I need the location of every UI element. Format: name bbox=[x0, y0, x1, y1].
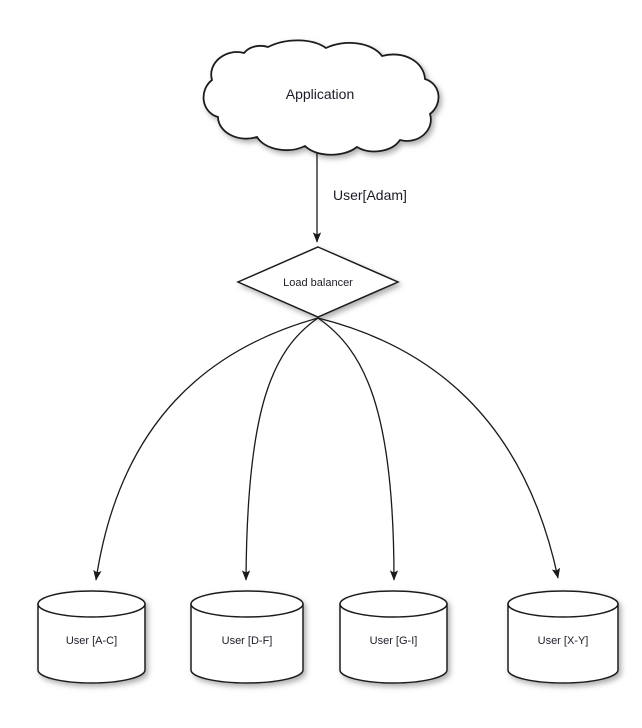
shard-x-y-node[interactable]: User [X-Y] bbox=[507, 590, 619, 684]
load-balancer-label: Load balancer bbox=[283, 277, 353, 289]
cylinder-body-d-f bbox=[190, 603, 304, 684]
application-cloud-label: Application bbox=[286, 86, 355, 102]
load-balancer-node[interactable]: Load balancer bbox=[236, 246, 400, 318]
cloud-shape bbox=[202, 39, 440, 156]
edge-to-shard-d-f[interactable] bbox=[241, 317, 319, 581]
application-to-balancer-edge[interactable]: User[Adam] bbox=[312, 153, 407, 243]
shard-d-f-node[interactable]: User [D-F] bbox=[190, 590, 304, 684]
application-to-balancer-label: User[Adam] bbox=[333, 187, 407, 203]
cylinder-top-g-i bbox=[339, 590, 448, 618]
edge-to-shard-x-y[interactable] bbox=[317, 317, 561, 579]
shard-a-c-node[interactable]: User [A-C] bbox=[37, 590, 146, 684]
cylinder-top-x-y bbox=[507, 590, 619, 618]
shard-x-y-label: User [X-Y] bbox=[538, 635, 589, 647]
edge-to-shard-a-c[interactable] bbox=[93, 317, 319, 581]
diamond-shape bbox=[236, 246, 400, 318]
shard-d-f-label: User [D-F] bbox=[222, 635, 273, 647]
shard-g-i-node[interactable]: User [G-I] bbox=[339, 590, 448, 684]
application-cloud-node[interactable]: Application bbox=[202, 39, 440, 156]
cylinder-top-d-f bbox=[190, 590, 304, 618]
cylinder-body-a-c bbox=[37, 603, 146, 684]
edge-to-shard-g-i[interactable] bbox=[317, 317, 399, 581]
cylinder-top-a-c bbox=[37, 590, 146, 618]
balancer-fanout-edges bbox=[93, 317, 561, 581]
cylinder-body-g-i bbox=[339, 603, 448, 684]
shard-a-c-label: User [A-C] bbox=[66, 635, 117, 647]
cylinder-body-x-y bbox=[507, 603, 619, 684]
shard-g-i-label: User [G-I] bbox=[370, 635, 418, 647]
